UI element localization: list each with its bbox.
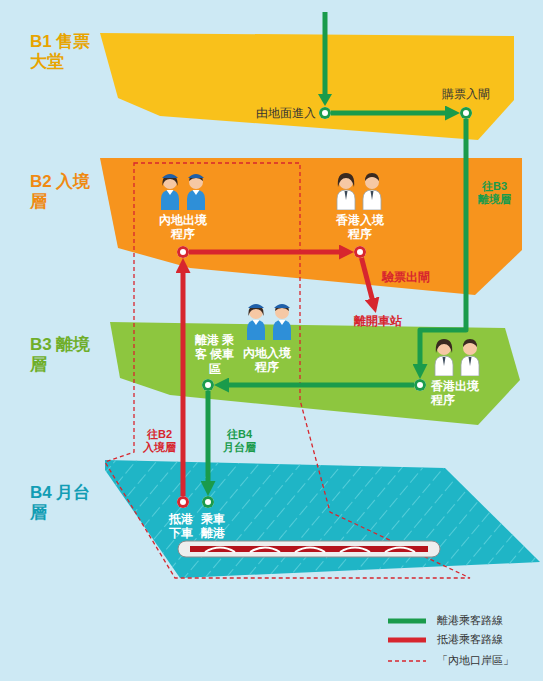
legend-samples <box>388 621 426 661</box>
exit-label-box: 離開車站 <box>352 313 404 329</box>
station-label: 離港 乘客 候車區 <box>195 333 235 376</box>
station-dot: 購票入閘 <box>460 107 472 119</box>
route-label-holder: 往B2 入境層 <box>142 428 177 454</box>
station-dot: 乘車 離港 <box>202 496 214 508</box>
station-label: 由地面進入 <box>256 106 316 120</box>
station-dot: 離港 乘客 候車區 <box>202 379 214 391</box>
station-dot: 香港出境 程序 <box>414 379 426 391</box>
floor-heading: B4 月台層 <box>30 483 103 522</box>
route-arrow <box>206 391 211 487</box>
floor-band: B2 入境層內地出境 程序香港入境 程序 <box>0 155 543 297</box>
station-dot: 由地面進入 <box>319 107 331 119</box>
station-label: 抵港 下車 <box>167 512 195 541</box>
floor-texture <box>105 460 540 578</box>
route-arrow <box>331 111 451 116</box>
station-label: 乘車 離港 <box>199 512 227 541</box>
route-label: 往B3 離境層 <box>477 180 512 206</box>
legend-text: 「內地口岸區」 <box>437 654 514 667</box>
floor-shape <box>0 455 543 581</box>
route-label: 驗票出閘 <box>382 270 430 284</box>
route-label-holder: 驗票出閘 <box>382 270 430 284</box>
legend-item: 抵港乘客路線 <box>437 633 503 646</box>
train <box>178 541 440 557</box>
legend-text: 抵港乘客路線 <box>437 633 503 646</box>
floor-fill <box>105 460 540 578</box>
floor-heading: B1 售票大堂 <box>30 32 103 71</box>
route-label-holder: 往B4 月台層 <box>222 428 257 454</box>
floor-heading: B2 入境層 <box>30 172 103 211</box>
floor-band: B4 月台層抵港 下車乘車 離港 <box>0 455 543 581</box>
station-label: 購票入閘 <box>442 87 490 101</box>
floor-band: B1 售票大堂由地面進入 購票入閘 <box>0 26 543 144</box>
legend-item: 「內地口岸區」 <box>437 654 514 667</box>
route-arrow <box>223 383 414 388</box>
floor-fill <box>110 322 520 425</box>
floor-heading: B3 離境層 <box>30 335 103 374</box>
station-label: 香港出境 程序 <box>431 379 483 408</box>
floor-fill <box>100 158 522 295</box>
label-holder: 內地入境 程序 <box>241 346 293 375</box>
route-arrow <box>189 250 345 255</box>
exit-label: 離開車站 <box>354 314 402 328</box>
floor-fill <box>100 33 514 140</box>
route-label: 往B2 入境層 <box>142 428 177 454</box>
route-label: 往B4 月台層 <box>222 428 257 454</box>
station-dot: 內地出境 程序 <box>177 246 189 258</box>
station-dot: 抵港 下車 <box>177 496 189 508</box>
route-label-holder: 往B3 離境層 <box>477 180 512 206</box>
legend-text: 離港乘客路線 <box>437 614 503 627</box>
route-arrow <box>181 267 186 496</box>
procedure-label: 內地入境 程序 <box>241 346 293 375</box>
station-label: 香港入境 程序 <box>334 213 386 242</box>
legend-item: 離港乘客路線 <box>437 614 503 627</box>
station-label: 內地出境 程序 <box>157 213 209 242</box>
station-dot: 香港入境 程序 <box>354 246 366 258</box>
entry-line <box>323 12 328 96</box>
